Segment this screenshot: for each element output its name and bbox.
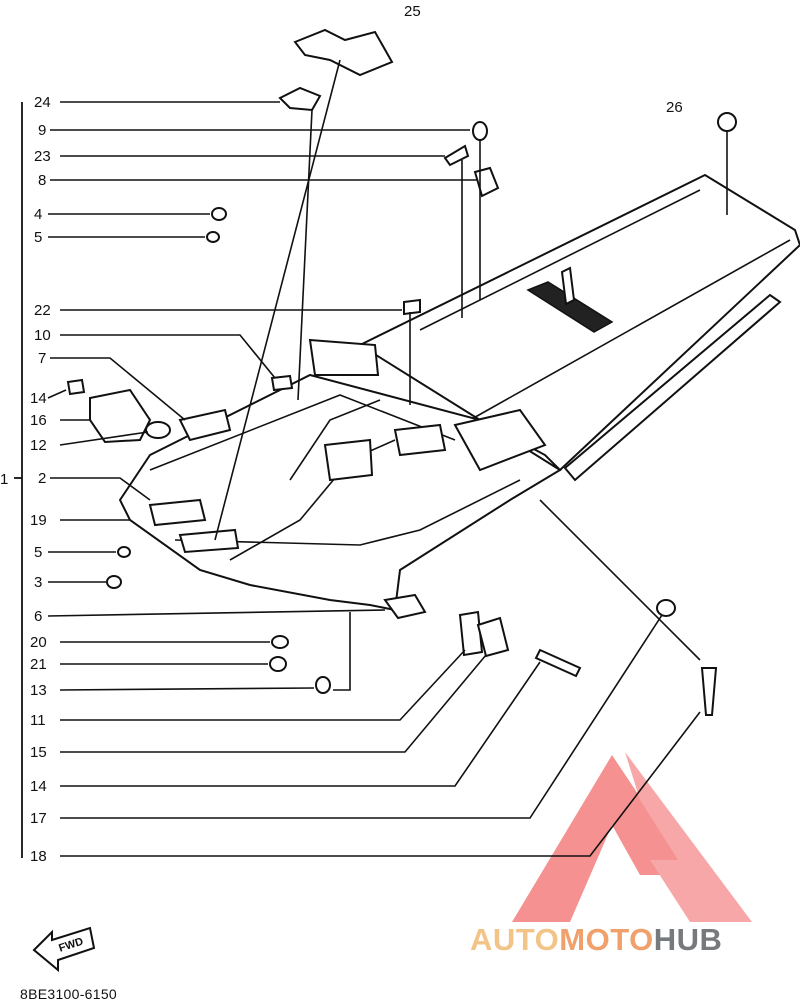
callout-5a: 5 xyxy=(34,229,42,246)
callout-24: 24 xyxy=(34,94,51,111)
fwd-arrow: FWD xyxy=(32,926,96,973)
part-26-cap xyxy=(717,112,737,132)
part-14-bolt xyxy=(66,378,86,396)
callout-9: 9 xyxy=(38,122,46,139)
under-frame xyxy=(118,338,562,612)
part-5-washer xyxy=(206,231,220,243)
part-7-plate xyxy=(178,408,232,442)
part-23-pad xyxy=(443,144,470,167)
callout-17: 17 xyxy=(30,810,47,827)
callout-26: 26 xyxy=(666,99,683,116)
small-parts xyxy=(66,86,737,716)
part-20-washer xyxy=(271,635,289,649)
part-18-pin xyxy=(700,667,718,716)
logo-moto: MOTO xyxy=(559,922,654,957)
part-9-grommet xyxy=(472,121,488,141)
callout-7: 7 xyxy=(38,350,46,367)
callout-14b: 14 xyxy=(30,778,47,795)
part-21-nut xyxy=(269,656,287,672)
callout-25: 25 xyxy=(404,3,421,20)
part-12-ring xyxy=(145,421,171,439)
watermark-triangle-logo xyxy=(512,752,752,922)
callout-14a: 14 xyxy=(30,390,47,407)
callout-labels: 25 26 1 24 9 23 8 4 5 22 10 7 14 16 12 2… xyxy=(0,3,683,865)
part-4-nut xyxy=(211,207,227,221)
part-17-grommet xyxy=(656,599,676,617)
part-22-clip xyxy=(403,298,421,316)
logo-auto: AUTO xyxy=(470,922,560,957)
part-8-bracket xyxy=(473,166,500,198)
callout-3: 3 xyxy=(34,574,42,591)
part-6-bracket xyxy=(383,593,427,620)
callout-5b: 5 xyxy=(34,544,42,561)
callout-1: 1 xyxy=(0,471,8,488)
callout-21: 21 xyxy=(30,656,47,673)
callout-2: 2 xyxy=(38,470,46,487)
callout-16: 16 xyxy=(30,412,47,429)
part-10-clip xyxy=(270,374,294,392)
callout-10: 10 xyxy=(34,327,51,344)
callout-18: 18 xyxy=(30,848,47,865)
part-25-cover xyxy=(293,28,394,77)
callout-13: 13 xyxy=(30,682,47,699)
logo-hub: HUB xyxy=(653,922,723,957)
part-3-nut xyxy=(106,575,122,589)
part-15-plate xyxy=(476,616,510,658)
part-11-plate xyxy=(458,610,484,657)
callout-22: 22 xyxy=(34,302,51,319)
callout-11: 11 xyxy=(30,712,46,729)
callout-19: 19 xyxy=(30,512,47,529)
callout-23: 23 xyxy=(34,148,51,165)
diagram-reference-code: 8BE3100-6150 xyxy=(20,986,118,1002)
part-5b-washer xyxy=(117,546,131,558)
part-14b-bolt xyxy=(534,648,582,678)
callout-12: 12 xyxy=(30,437,47,454)
callout-4: 4 xyxy=(34,206,42,223)
part-13-grommet xyxy=(315,676,331,694)
seat-base-tray xyxy=(357,173,800,482)
callout-15: 15 xyxy=(30,744,47,761)
callout-6: 6 xyxy=(34,608,42,625)
part-16-bellows xyxy=(89,388,152,444)
watermark-wordmark: AUTOMOTOHUB xyxy=(470,922,795,962)
part-24-pad xyxy=(278,86,322,112)
callout-8: 8 xyxy=(38,172,46,189)
assembly-bracket xyxy=(14,102,23,858)
leader-lines xyxy=(47,59,728,857)
callout-20: 20 xyxy=(30,634,47,651)
